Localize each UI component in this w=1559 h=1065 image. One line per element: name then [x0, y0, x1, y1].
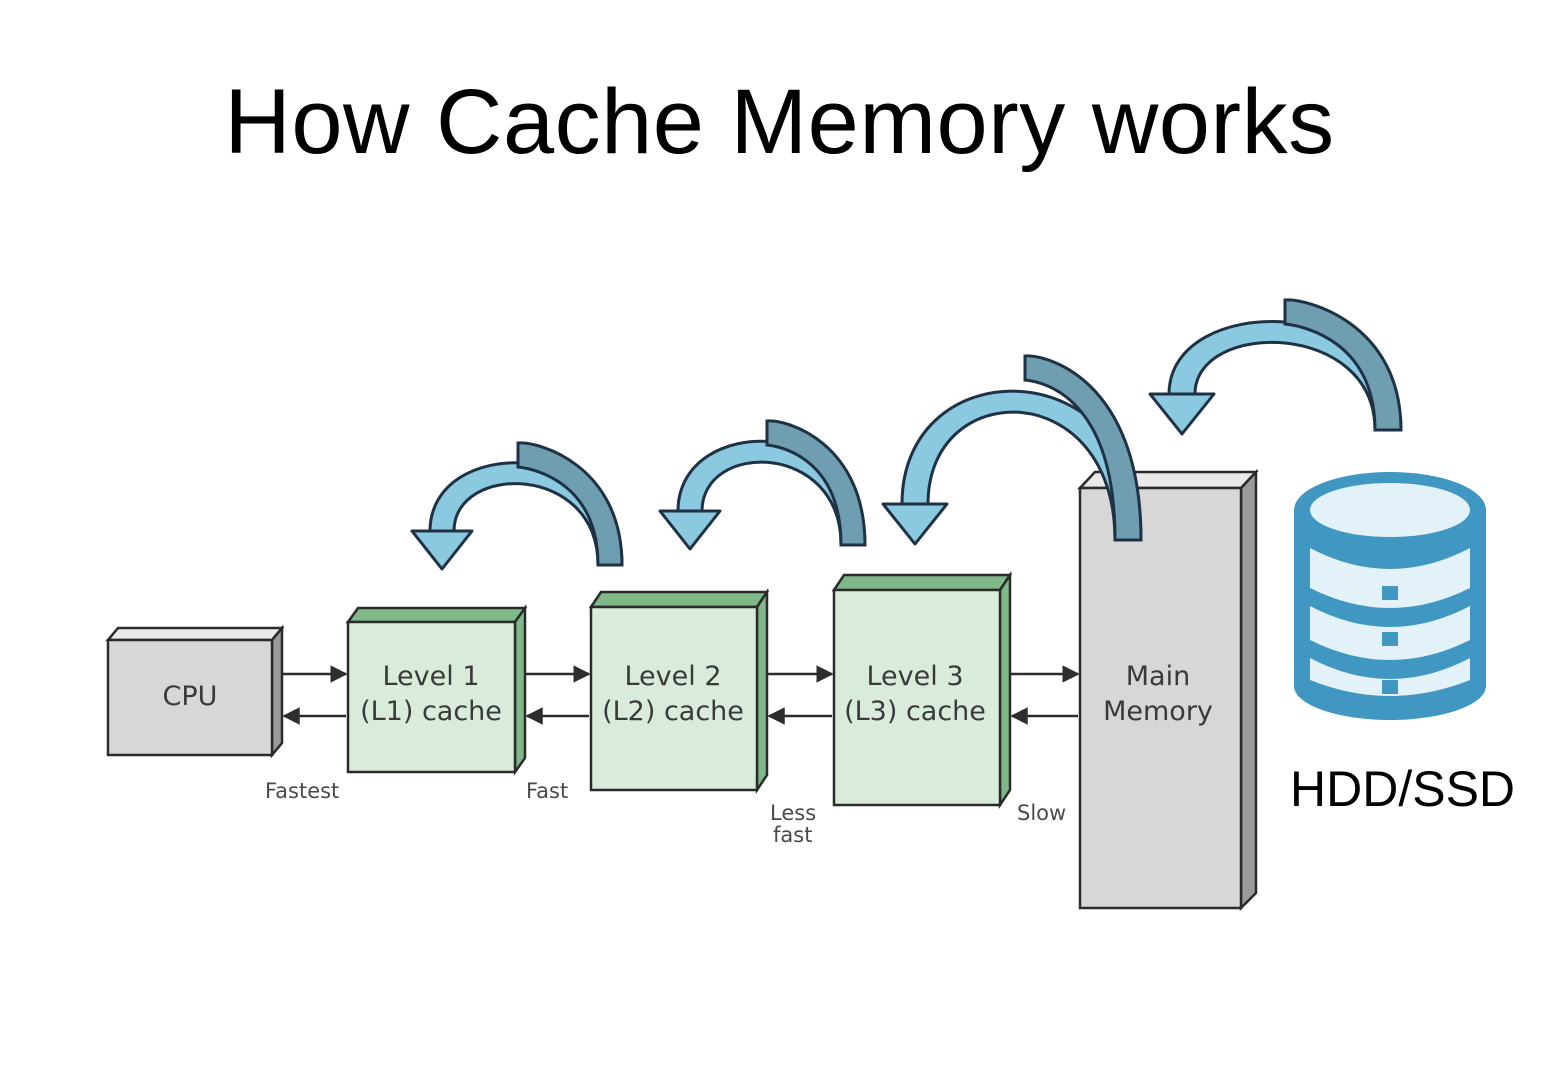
- speed-label-fast: Fast: [526, 779, 568, 803]
- l2-label-line2: (L2) cache: [602, 696, 744, 727]
- curved-arrow-storage-to-main: [1148, 298, 1403, 436]
- curved-arrow-main-to-l3-head: [881, 502, 949, 546]
- l2-cache-box: Level 2 (L2) cache: [588, 587, 770, 795]
- database-icon: [1294, 472, 1486, 720]
- l3-cache-box: Level 3 (L3) cache: [831, 570, 1013, 810]
- speed-label-fast-2: fast: [773, 823, 812, 847]
- connector-arrows: [282, 665, 1080, 725]
- main-memory-label-line1: Main: [1126, 661, 1190, 692]
- l3-label-line2: (L3) cache: [844, 696, 986, 727]
- curved-arrow-storage-to-main-head: [1148, 392, 1216, 436]
- curved-arrow-l2-to-l1-head: [410, 529, 474, 571]
- curved-arrow-l2-to-l1-shade: [516, 441, 624, 567]
- cpu-box: CPU: [105, 624, 285, 759]
- l1-cache-box: Level 1 (L1) cache: [345, 604, 528, 776]
- curved-arrow-main-to-l3-shade: [1023, 354, 1143, 542]
- l1-label-line1: Level 1: [382, 661, 479, 692]
- speed-label-less: Less: [770, 801, 816, 825]
- curved-arrow-l3-to-l2-head: [658, 509, 722, 551]
- main-memory-label-line2: Memory: [1103, 696, 1213, 727]
- curved-arrow-l3-to-l2-shade: [765, 419, 867, 547]
- curved-arrow-storage-to-main-shade: [1283, 298, 1403, 432]
- curved-arrow-l2-to-l1: [410, 441, 624, 571]
- cpu-label: CPU: [163, 681, 218, 712]
- curved-arrow-main-to-l3: [881, 354, 1143, 546]
- main-memory-box: Main Memory: [1077, 468, 1259, 912]
- speed-label-slow: Slow: [1017, 801, 1066, 825]
- l3-label-line1: Level 3: [866, 661, 963, 692]
- hdd-ssd-label: HDD/SSD: [1290, 761, 1516, 817]
- page-title: How Cache Memory works: [224, 71, 1335, 173]
- l1-label-line2: (L1) cache: [360, 696, 502, 727]
- curved-arrow-l3-to-l2: [658, 419, 867, 551]
- speed-label-fastest: Fastest: [265, 779, 339, 803]
- l2-label-line1: Level 2: [624, 661, 721, 692]
- curved-arrows: [410, 298, 1403, 571]
